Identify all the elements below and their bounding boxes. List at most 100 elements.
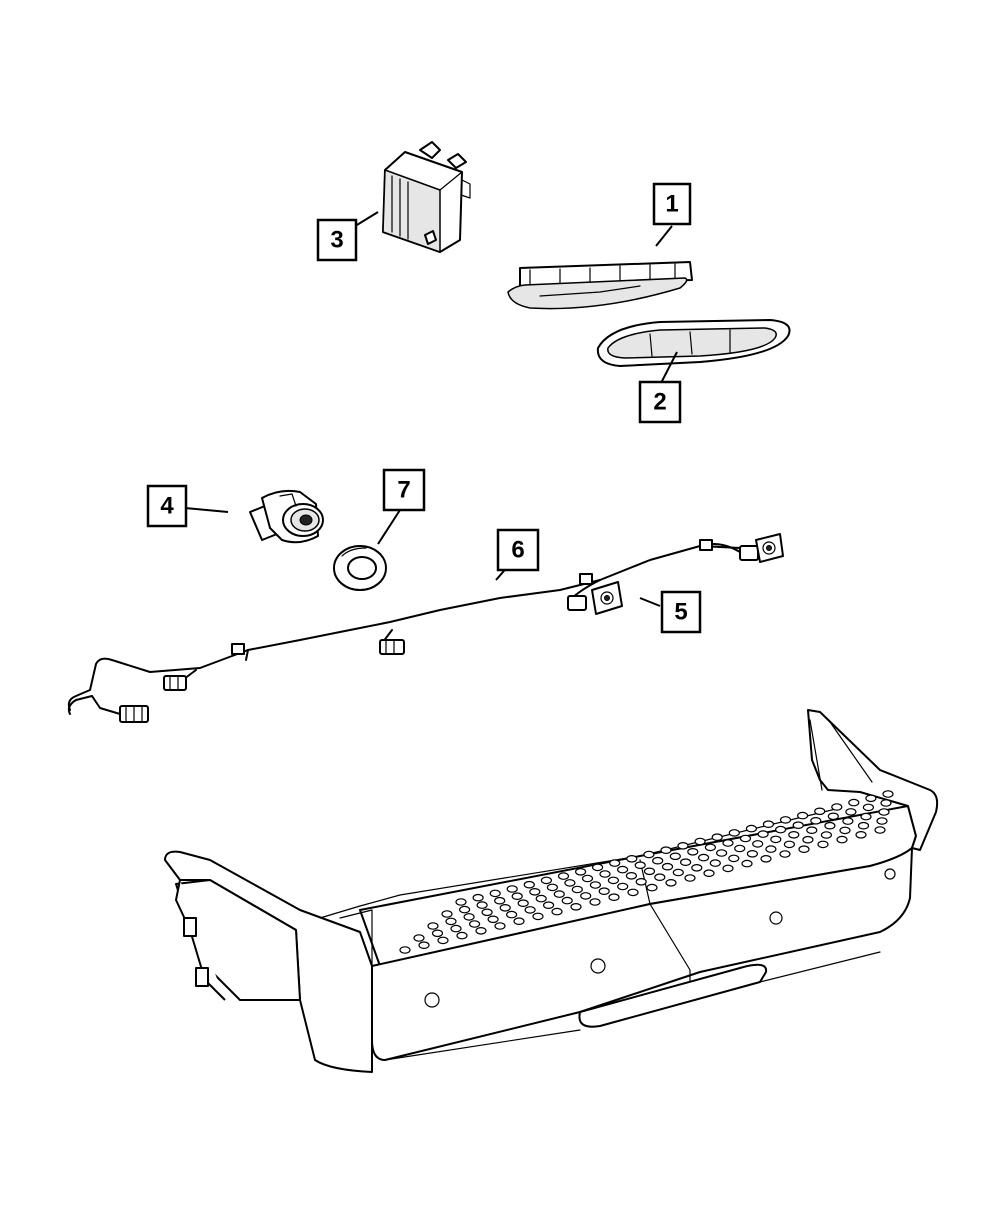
tread-hole xyxy=(625,871,638,880)
tread-hole xyxy=(672,868,684,877)
tread-hole xyxy=(413,934,425,942)
callout-1: 1 xyxy=(652,182,692,226)
tread-hole xyxy=(878,808,890,816)
tread-hole xyxy=(617,882,629,891)
tread-hole xyxy=(669,852,681,861)
tread-hole xyxy=(824,821,836,830)
tread-hole xyxy=(722,839,734,847)
tread-hole xyxy=(728,854,740,863)
tread-hole xyxy=(506,885,518,893)
tread-hole xyxy=(441,910,453,918)
tread-hole xyxy=(760,854,772,863)
tread-hole xyxy=(697,853,710,862)
tread-hole xyxy=(450,924,462,933)
tread-hole xyxy=(487,915,499,924)
tread-hole xyxy=(557,872,570,880)
tread-hole xyxy=(810,816,822,825)
tread-hole xyxy=(570,902,582,911)
tread-hole xyxy=(646,883,658,892)
tread-hole xyxy=(489,889,501,898)
tread-hole xyxy=(551,907,563,916)
tread-hole xyxy=(499,903,511,912)
tread-hole xyxy=(532,912,544,921)
tread-hole xyxy=(574,867,587,876)
tread-hole xyxy=(635,877,647,886)
tread-hole xyxy=(506,910,518,919)
tread-hole xyxy=(437,936,449,945)
tread-hole xyxy=(860,812,872,821)
tread-hole xyxy=(765,845,777,853)
part-6-wiring xyxy=(67,539,759,723)
callout-6: 6 xyxy=(496,528,540,572)
part-7-retainer xyxy=(333,545,387,591)
tread-hole xyxy=(770,835,782,844)
tread-hole xyxy=(540,876,553,885)
rear-bumper-fascia xyxy=(164,709,939,1073)
tread-hole xyxy=(728,829,740,837)
tread-hole xyxy=(741,859,753,868)
callout-5: 5 xyxy=(660,590,702,634)
tread-hole xyxy=(752,840,764,848)
tread-hole xyxy=(524,906,536,914)
tread-hole xyxy=(848,798,860,807)
tread-hole xyxy=(455,898,467,906)
tread-hole xyxy=(561,896,573,905)
tread-hole xyxy=(711,833,723,842)
tread-hole xyxy=(677,841,689,850)
tread-hole xyxy=(481,908,493,917)
tread-hole xyxy=(788,830,800,839)
tread-hole xyxy=(472,893,484,902)
tread-hole xyxy=(798,845,810,854)
tread-hole xyxy=(779,850,791,858)
tread-hole xyxy=(862,803,875,812)
tread-hole xyxy=(494,896,506,905)
tread-hole xyxy=(694,837,706,846)
tread-hole xyxy=(814,807,826,816)
tread-hole xyxy=(827,812,839,821)
tread-hole xyxy=(836,835,848,844)
part-5-bracket xyxy=(591,533,784,615)
tread-hole xyxy=(762,820,775,829)
tread-hole xyxy=(865,794,877,803)
part-4-sensor xyxy=(249,489,324,544)
tread-hole xyxy=(654,873,666,882)
tread-hole xyxy=(806,826,818,835)
tread-hole xyxy=(792,821,804,830)
tread-hole xyxy=(687,847,699,856)
tread-hole xyxy=(456,931,468,940)
tread-hole xyxy=(661,862,674,871)
tread-hole xyxy=(529,887,541,896)
part-3-module xyxy=(382,141,471,253)
tread-hole xyxy=(802,835,814,844)
callout-4: 4 xyxy=(146,484,188,528)
tread-hole xyxy=(652,856,664,865)
tread-hole xyxy=(580,892,592,900)
tread-hole xyxy=(643,867,656,876)
tread-hole xyxy=(591,863,604,872)
tread-hole xyxy=(542,901,555,910)
tread-hole xyxy=(722,864,734,873)
part-1-lamp xyxy=(507,261,693,310)
tread-hole xyxy=(703,869,715,878)
callout-5-label: 5 xyxy=(674,599,687,626)
tread-hole xyxy=(757,830,769,838)
callout-1-label: 1 xyxy=(665,191,678,218)
callout-2: 2 xyxy=(638,380,682,424)
tread-hole xyxy=(739,834,752,843)
tread-hole xyxy=(517,899,529,908)
tread-hole xyxy=(874,826,886,834)
tread-hole xyxy=(589,881,602,889)
tread-hole xyxy=(469,920,481,928)
tread-hole xyxy=(842,817,854,825)
tread-hole xyxy=(709,859,721,867)
tread-hole xyxy=(831,803,843,811)
tread-hole xyxy=(494,922,506,930)
tread-hole xyxy=(427,922,439,930)
tread-hole xyxy=(608,893,620,902)
tread-hole xyxy=(535,894,547,903)
tread-hole xyxy=(616,865,629,874)
tread-hole xyxy=(857,821,870,830)
part-2-bezel xyxy=(596,319,791,367)
tread-hole xyxy=(476,901,488,909)
